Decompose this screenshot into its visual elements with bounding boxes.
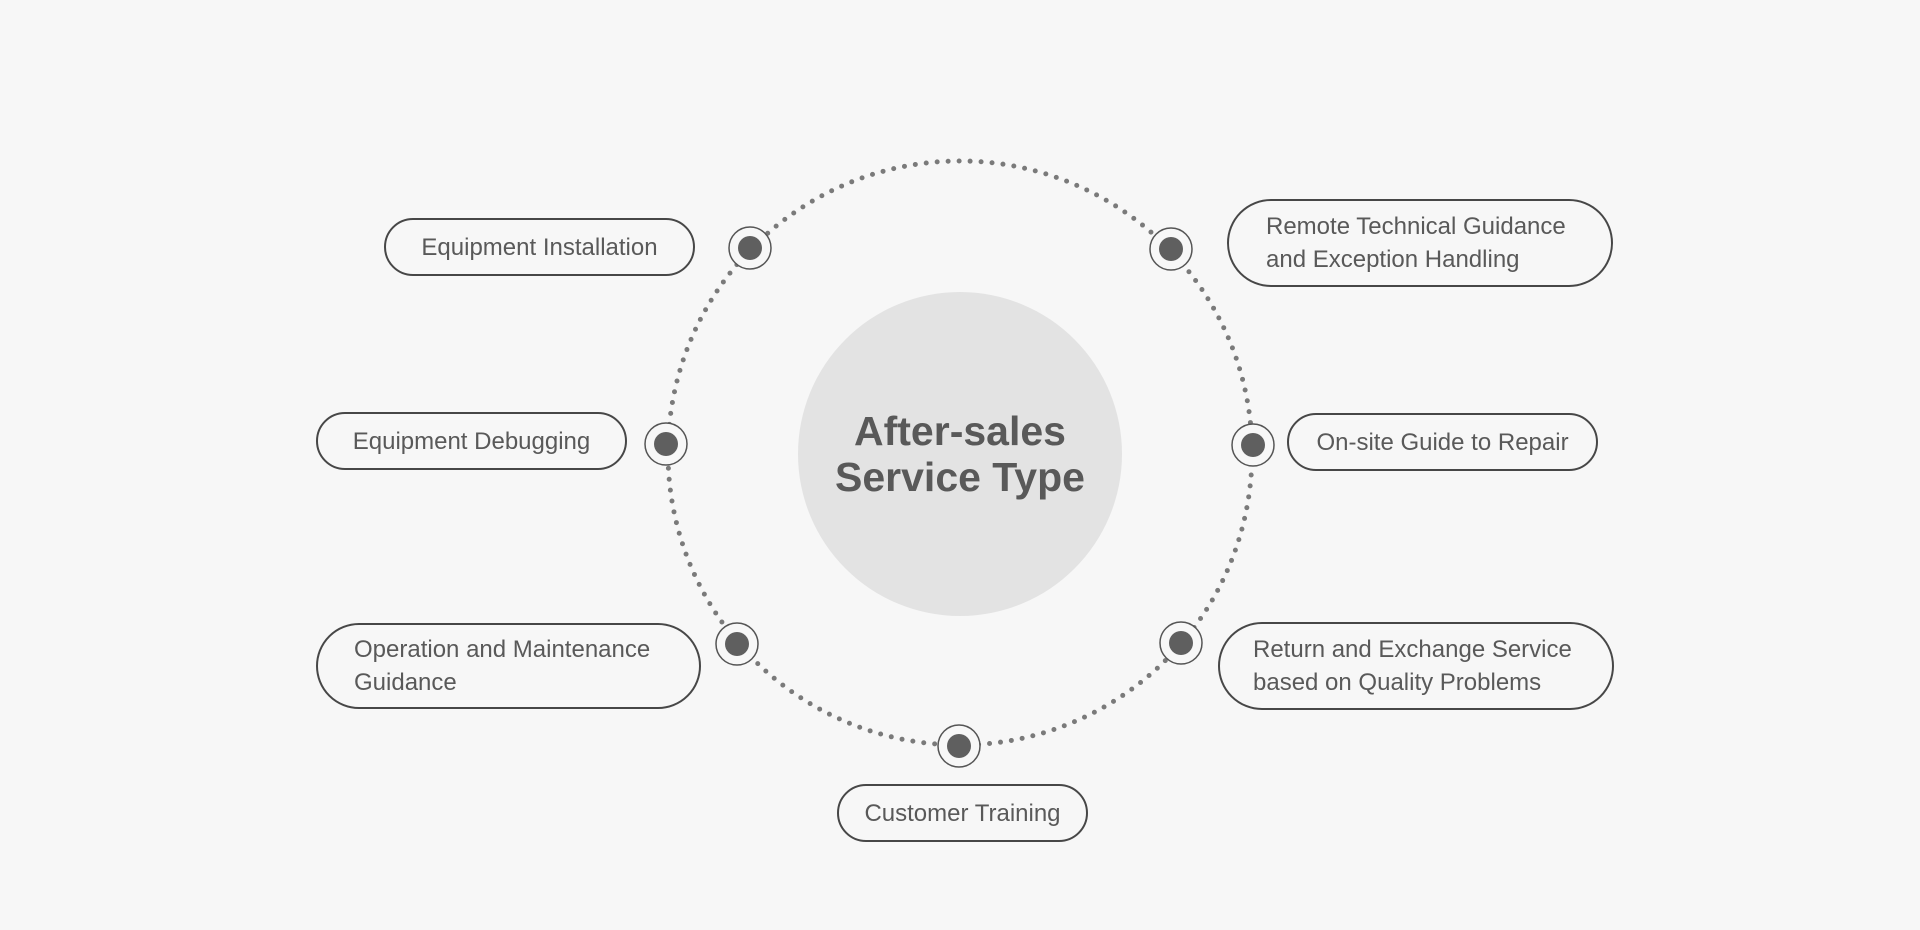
item-equipment-installation: Equipment Installation <box>384 218 695 276</box>
node-on-site-guide <box>1231 423 1275 467</box>
item-operation-maintenance: Operation and Maintenance Guidance <box>316 623 701 709</box>
node-dot <box>1159 237 1183 261</box>
item-label: Customer Training <box>864 799 1061 827</box>
item-customer-training: Customer Training <box>837 784 1088 842</box>
node-operation-maintenance <box>715 622 759 666</box>
item-remote-technical-guidance: Remote Technical Guidance and Exception … <box>1227 199 1613 287</box>
center-title-line-2: Service Type <box>835 454 1085 500</box>
item-label: Equipment Debugging <box>352 427 591 455</box>
item-label: Return and Exchange Service based on Qua… <box>1253 636 1572 696</box>
node-customer-training <box>937 724 981 768</box>
item-label: Equipment Installation <box>421 233 658 261</box>
node-equipment-debugging <box>644 422 688 466</box>
node-dot <box>725 632 749 656</box>
node-dot <box>738 236 762 260</box>
center-title-line-1: After-sales <box>854 408 1066 454</box>
node-dot <box>1169 631 1193 655</box>
node-remote-technical-guidance <box>1149 227 1193 271</box>
item-label: Operation and Maintenance Guidance <box>354 636 651 696</box>
node-return-exchange <box>1159 621 1203 665</box>
node-dot <box>1241 433 1265 457</box>
item-label: Remote Technical Guidance and Exception … <box>1266 213 1566 273</box>
item-on-site-guide: On-site Guide to Repair <box>1287 413 1598 471</box>
node-dot <box>947 734 971 758</box>
node-dot <box>654 432 678 456</box>
node-equipment-installation <box>728 226 772 270</box>
center-circle: After-sales Service Type <box>798 292 1122 616</box>
item-label: On-site Guide to Repair <box>1316 428 1569 456</box>
item-return-exchange: Return and Exchange Service based on Qua… <box>1218 622 1614 710</box>
item-equipment-debugging: Equipment Debugging <box>316 412 627 470</box>
center-title: After-sales Service Type <box>835 408 1085 500</box>
